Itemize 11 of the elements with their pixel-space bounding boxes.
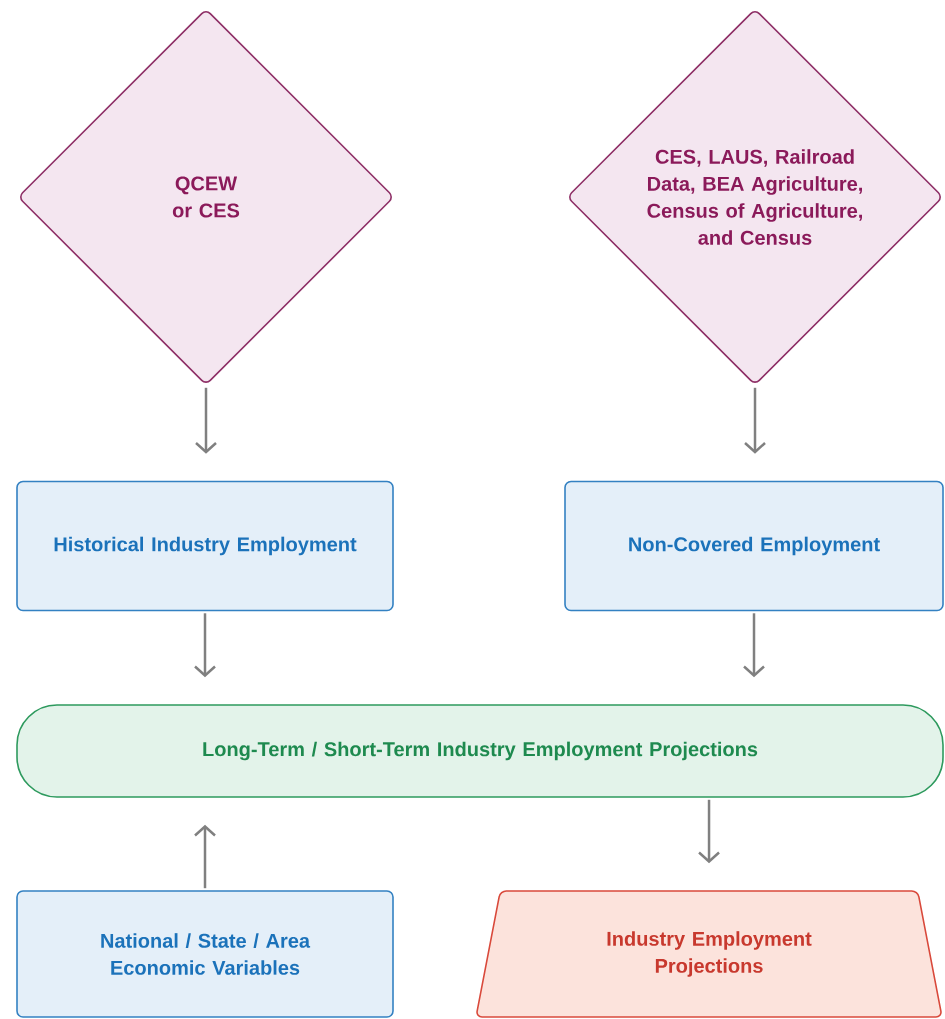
arrow <box>195 387 217 454</box>
process-band: Long-Term / Short-Term Industry Employment Projections <box>16 704 944 798</box>
process-box: Historical Industry Employment <box>16 480 394 612</box>
output-trapezoid: Industry Employment Projections <box>476 890 942 1018</box>
arrow <box>698 799 720 864</box>
arrow <box>194 824 216 889</box>
process-box: Non-Covered Employment <box>564 480 944 612</box>
process-box: National / State / Area Economic Variables <box>16 890 394 1018</box>
arrow <box>194 613 216 678</box>
arrow <box>744 387 766 454</box>
arrow <box>743 613 765 678</box>
